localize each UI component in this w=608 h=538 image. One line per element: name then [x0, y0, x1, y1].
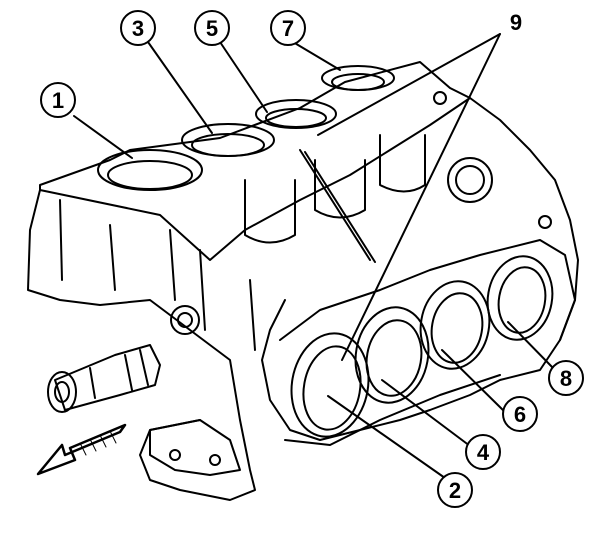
cylinder-4-bore: [354, 306, 430, 404]
crankshaft-snout: [54, 344, 161, 411]
block-front-face: [27, 189, 256, 501]
callout-8: 8: [548, 360, 584, 396]
bolt-hole-e: [433, 91, 447, 105]
callout-6: 6: [502, 396, 538, 432]
leader-9a: [317, 33, 501, 136]
leader-4: [381, 379, 471, 447]
callout-1-circle: [40, 82, 76, 118]
callout-5: 5: [194, 10, 230, 46]
bolt-hole-a: [170, 305, 200, 335]
cylinder-5-piston: [265, 108, 327, 128]
bolt-hole-c: [447, 157, 493, 203]
bolt-hole-d: [455, 165, 485, 195]
callout-9: 9: [510, 10, 522, 35]
callout-9-label: 9: [510, 10, 522, 35]
right-bank-deck-outline: [279, 239, 576, 446]
callout-6-label: 6: [514, 402, 526, 427]
connecting-rod: [299, 149, 376, 263]
callout-5-circle: [194, 10, 230, 46]
crankcase-webs: [59, 199, 256, 351]
cylinder-8-bore-inner: [497, 266, 547, 334]
callout-1-label: 1: [52, 88, 64, 113]
cylinder-2-bore: [290, 332, 370, 438]
callout-7: 7: [270, 10, 306, 46]
callout-3: 3: [120, 10, 156, 46]
callout-7-circle: [270, 10, 306, 46]
callout-3-circle: [120, 10, 156, 46]
leader-lines: [73, 33, 556, 479]
crankshaft-end-inner: [54, 381, 70, 403]
leader-9b: [341, 33, 501, 361]
leader-7: [292, 41, 341, 71]
callout-2: 2: [437, 472, 473, 508]
callout-1: 1: [40, 82, 76, 118]
engine-block-drawing: [27, 61, 579, 501]
callout-4: 4: [465, 434, 501, 470]
block-right-side: [261, 97, 579, 441]
block-top-deck: [39, 61, 471, 261]
lower-front-mount: [149, 419, 241, 476]
callout-3-label: 3: [132, 16, 144, 41]
cylinder-6-bore: [419, 280, 491, 370]
bolt-hole-f: [538, 215, 552, 229]
front-arrow-hatch: [79, 430, 117, 456]
callout-8-label: 8: [560, 366, 572, 391]
callout-2-circle: [437, 472, 473, 508]
callout-8-circle: [548, 360, 584, 396]
mount-bolt: [169, 449, 181, 461]
leader-3: [147, 41, 213, 134]
cylinder-4-bore-inner: [365, 319, 423, 397]
cylinder-7-piston: [331, 73, 385, 91]
cylinder-2-bore-inner: [302, 345, 362, 431]
crankshaft-rings: [89, 349, 149, 399]
callout-5-label: 5: [206, 16, 218, 41]
cylinder-8-bore: [486, 255, 554, 341]
callout-7-label: 7: [282, 16, 294, 41]
cylinder-1-bore: [97, 149, 203, 191]
leader-6: [441, 349, 508, 415]
leader-5: [219, 41, 268, 113]
cylinder-6-bore-inner: [430, 292, 484, 364]
leader-1: [73, 115, 133, 159]
front-direction-arrow: [36, 423, 127, 476]
cylinder-1-piston: [107, 160, 193, 190]
inner-piston-skirts: [244, 134, 426, 244]
leader-2: [327, 395, 446, 479]
crankshaft-end: [47, 371, 77, 413]
cylinder-3-piston: [191, 133, 265, 157]
callout-6-circle: [502, 396, 538, 432]
leader-8: [507, 321, 556, 371]
mount-bolt-2: [209, 454, 221, 466]
callout-4-label: 4: [477, 440, 490, 465]
callout-2-label: 2: [449, 478, 461, 503]
bolt-hole-b: [177, 312, 193, 328]
callout-4-circle: [465, 434, 501, 470]
